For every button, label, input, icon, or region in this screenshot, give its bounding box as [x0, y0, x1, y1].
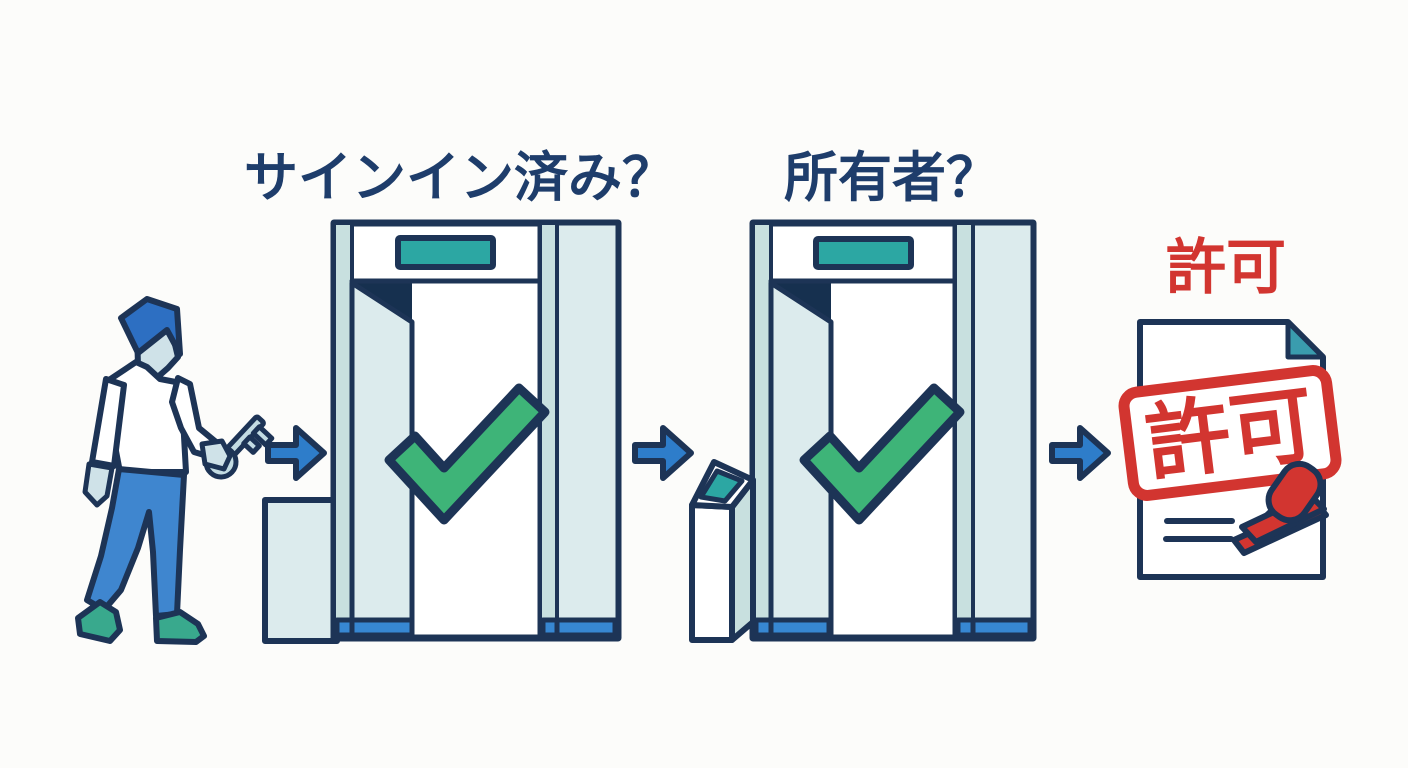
arrow-right-icon	[632, 425, 694, 481]
podium-screen	[698, 468, 745, 504]
document-icon: 許可	[1118, 319, 1342, 580]
key-tooth	[250, 424, 275, 448]
person-shoe-left	[75, 599, 123, 644]
gate1-barrier	[262, 497, 340, 644]
person-right-hand	[199, 438, 233, 472]
security-gate-icon-signin	[262, 219, 622, 644]
gate2-right-strip	[953, 221, 975, 640]
person-hair	[118, 296, 183, 357]
arrow-right-icon	[265, 425, 327, 481]
stamp-knob	[1265, 460, 1324, 524]
gate2-display	[813, 236, 914, 270]
checkmark-icon	[799, 383, 965, 525]
gate1-base-right	[540, 617, 618, 638]
person-left-hand	[82, 461, 115, 508]
gate2-base-left	[753, 617, 832, 638]
arrow-right-icon	[1049, 425, 1111, 481]
key-tooth	[241, 434, 262, 455]
result-label: 許可	[1166, 233, 1286, 303]
gate1-right-strip	[538, 221, 559, 640]
person-left-arm	[89, 376, 127, 469]
step2-question-label: 所有者？	[784, 146, 1000, 209]
rubber-stamp-icon	[1231, 460, 1329, 556]
card-reader-podium-icon	[689, 459, 756, 643]
person-with-key-icon	[75, 296, 275, 645]
podium-front	[689, 502, 735, 643]
security-gate-with-reader-icon	[689, 219, 1037, 643]
gate1-display	[395, 235, 496, 270]
gate1-left-strip	[332, 221, 354, 640]
stamp-imprint-border	[1118, 365, 1342, 501]
checkmark-icon	[384, 383, 550, 525]
step1-question-label: サインイン済み？	[244, 146, 676, 209]
document-fold-corner	[1285, 319, 1326, 360]
gate1-base-left	[334, 617, 415, 638]
gate2-base-right	[955, 617, 1033, 638]
person-pants	[84, 466, 187, 619]
gate1-door-panel	[349, 280, 415, 641]
person-shoe-right	[153, 609, 207, 645]
